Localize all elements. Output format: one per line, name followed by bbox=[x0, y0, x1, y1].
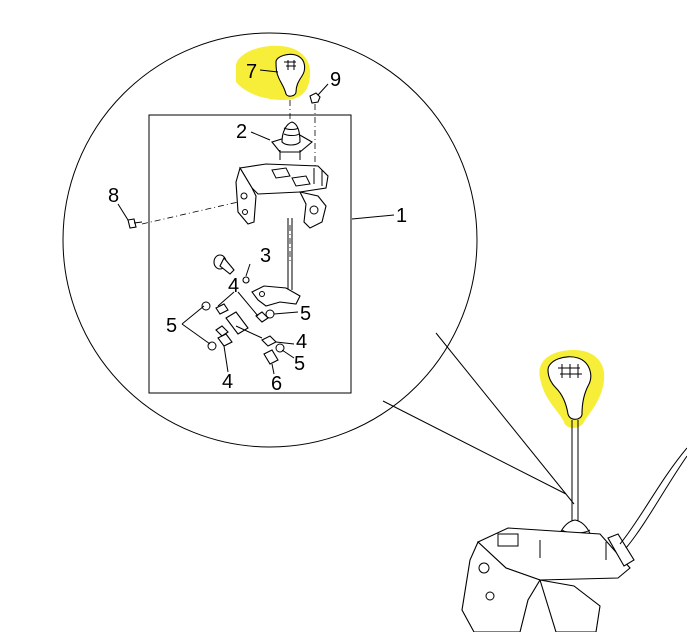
shift-rod-icon bbox=[287, 218, 293, 290]
cable-end-icon bbox=[213, 254, 250, 284]
gear-knob-installed-icon bbox=[547, 356, 592, 420]
bolt-icon bbox=[127, 218, 143, 229]
assembly-axis-line bbox=[141, 201, 239, 225]
nut-icon bbox=[309, 92, 321, 104]
callout-4-right: 4 bbox=[296, 331, 307, 353]
callout-4-upper: 4 bbox=[228, 275, 239, 297]
shift-bracket-icon bbox=[235, 163, 329, 229]
detail-magnifier-circle bbox=[62, 32, 478, 448]
magnifier-leader-line bbox=[382, 400, 567, 495]
callout-5-lower-right: 5 bbox=[294, 353, 305, 375]
linkage-parts-icon bbox=[201, 301, 285, 365]
magnifier-leader-line bbox=[435, 332, 575, 505]
callout-5-left: 5 bbox=[166, 315, 177, 337]
callout-5-upper-right: 5 bbox=[300, 303, 311, 325]
detail-frame bbox=[148, 114, 352, 394]
callout-7: 7 bbox=[246, 61, 257, 83]
shift-boot-icon bbox=[271, 121, 313, 160]
callout-6: 6 bbox=[271, 373, 282, 395]
callout-1: 1 bbox=[396, 205, 407, 227]
callout-8: 8 bbox=[108, 185, 119, 207]
installed-shift-assembly bbox=[461, 356, 687, 632]
callout-2: 2 bbox=[236, 121, 247, 143]
selector-lever-icon bbox=[251, 285, 301, 307]
gear-knob-icon bbox=[275, 53, 306, 97]
callout-9: 9 bbox=[330, 69, 341, 91]
callout-3: 3 bbox=[260, 245, 271, 267]
callout-leader-lines bbox=[117, 69, 395, 375]
callout-4-lower: 4 bbox=[222, 371, 233, 393]
